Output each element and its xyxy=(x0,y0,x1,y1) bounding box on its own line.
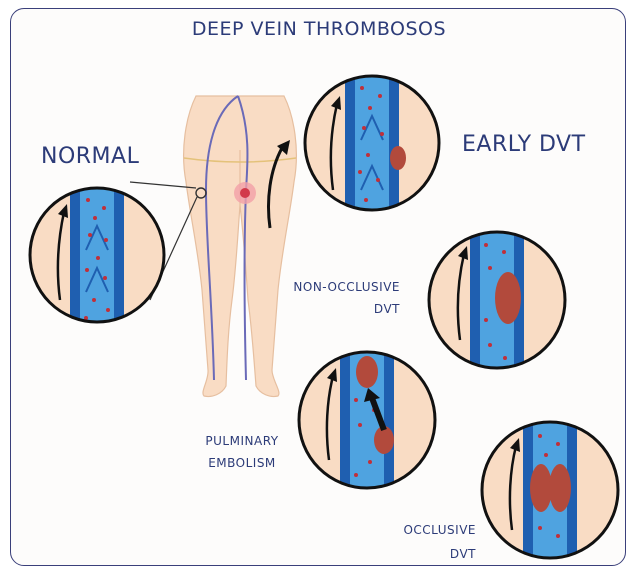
legs-silhouette xyxy=(184,96,297,397)
remaining-clot xyxy=(374,426,394,454)
non-occlusive-vein-view xyxy=(425,228,575,378)
pulmonary-embolism-vein-view xyxy=(295,348,445,498)
early-dvt-vein-view xyxy=(300,70,450,220)
occlusive-clot-left xyxy=(530,464,552,512)
clot-marker xyxy=(240,188,250,198)
normal-vein-view xyxy=(25,180,175,340)
occlusive-clot-right xyxy=(549,464,571,512)
non-occlusive-clot xyxy=(495,272,521,324)
occlusive-vein-view xyxy=(478,418,628,568)
early-clot xyxy=(390,146,406,170)
embolus xyxy=(356,356,378,388)
